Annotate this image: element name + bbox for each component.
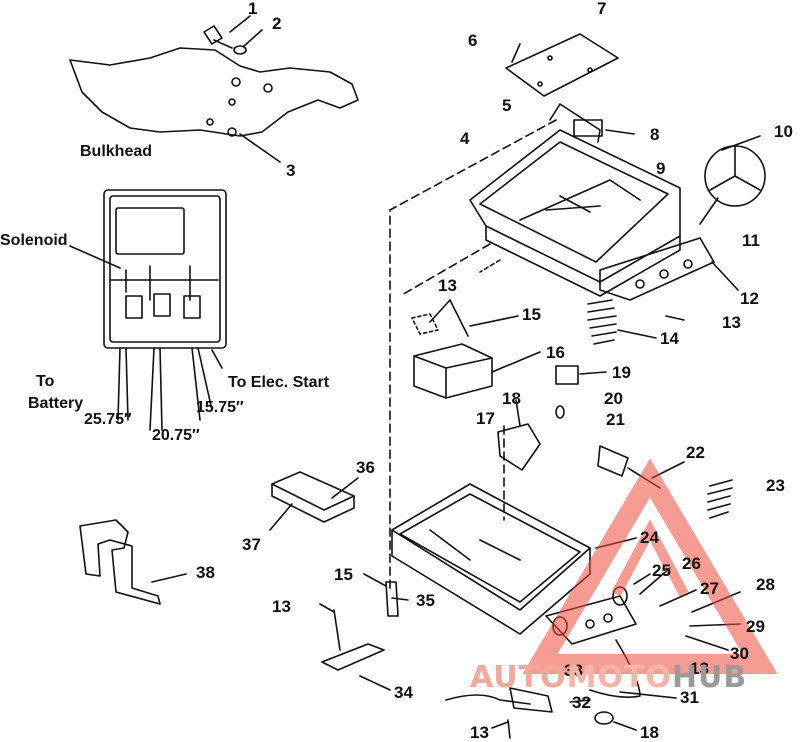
spring-23 (707, 479, 733, 519)
part-19 (555, 365, 579, 385)
callout-20: 20 (604, 389, 623, 408)
callout-5: 5 (502, 96, 512, 115)
spring-14 (587, 299, 617, 345)
callout-18-a: 18 (502, 389, 521, 408)
callout-23: 23 (766, 476, 785, 495)
watermark-triangle (522, 458, 778, 674)
callout-9: 9 (656, 159, 666, 178)
callout-13-b: 13 (722, 313, 741, 332)
callout-25: 25 (652, 561, 671, 580)
callout-13-e: 13 (470, 723, 489, 742)
solenoid-plate (103, 189, 227, 349)
label-battery: Battery (28, 395, 84, 412)
callout-16: 16 (546, 343, 565, 362)
callout-10: 10 (774, 122, 793, 141)
label-to-elec-start: To Elec. Start (228, 374, 330, 391)
callout-26: 26 (682, 554, 701, 573)
watermark-hub: HUB (671, 660, 748, 695)
callout-27: 27 (700, 579, 719, 598)
watermark-text: AUTOMOTOHUB (470, 660, 747, 695)
callout-7: 7 (597, 0, 607, 18)
bracket-34 (321, 643, 385, 671)
label-length-battery: 25.75″ (84, 411, 132, 428)
callout-15-a: 15 (522, 305, 541, 324)
callout-38: 38 (196, 563, 215, 582)
callout-31: 31 (680, 688, 699, 707)
callout-30: 30 (730, 644, 749, 663)
callout-17: 17 (476, 409, 495, 428)
callout-14: 14 (660, 329, 679, 348)
callout-24: 24 (640, 528, 659, 547)
label-to: To (36, 373, 55, 390)
cover-plate (505, 33, 619, 97)
connector-strip (599, 237, 715, 301)
watermark-moto: MOTO (566, 660, 672, 695)
bolt-1 (203, 25, 233, 49)
part-8-block (573, 119, 603, 137)
callout-22: 22 (686, 443, 705, 462)
upper-housing (469, 129, 681, 283)
callout-19: 19 (612, 363, 631, 382)
callout-34: 34 (394, 683, 413, 702)
label-solenoid: Solenoid (0, 232, 68, 249)
callout-28: 28 (756, 575, 775, 594)
module-16 (413, 343, 493, 399)
callout-32: 32 (572, 693, 591, 712)
callout-21: 21 (606, 410, 625, 429)
callout-8: 8 (650, 125, 660, 144)
callout-13-c: 13 (272, 597, 291, 616)
label-length-middle: 20.75″ (152, 427, 200, 444)
callout-18-b: 18 (640, 723, 659, 742)
solenoid-box (115, 207, 185, 255)
callout-2: 2 (272, 14, 282, 33)
callout-33: 33 (564, 661, 583, 680)
label-bulkhead: Bulkhead (80, 143, 153, 160)
callout-11: 11 (742, 231, 760, 250)
callout-12: 12 (740, 289, 759, 308)
callout-3: 3 (286, 161, 296, 180)
callout-37: 37 (242, 535, 261, 554)
label-length-start: 15.75″ (196, 399, 244, 416)
callout-35: 35 (416, 591, 435, 610)
washer-2 (233, 45, 247, 55)
callout-1: 1 (248, 0, 258, 18)
watermark-auto: AUTO (470, 660, 567, 695)
callout-4: 4 (460, 129, 470, 148)
callout-29: 29 (746, 617, 765, 636)
callout-13-a: 13 (438, 276, 457, 295)
callout-13-d: 13 (690, 659, 709, 678)
callout-36: 36 (356, 458, 375, 477)
callout-15-b: 15 (334, 565, 353, 584)
callout-6: 6 (468, 31, 478, 50)
bracket-38 (79, 519, 161, 605)
bulkhead-panel (69, 47, 359, 137)
